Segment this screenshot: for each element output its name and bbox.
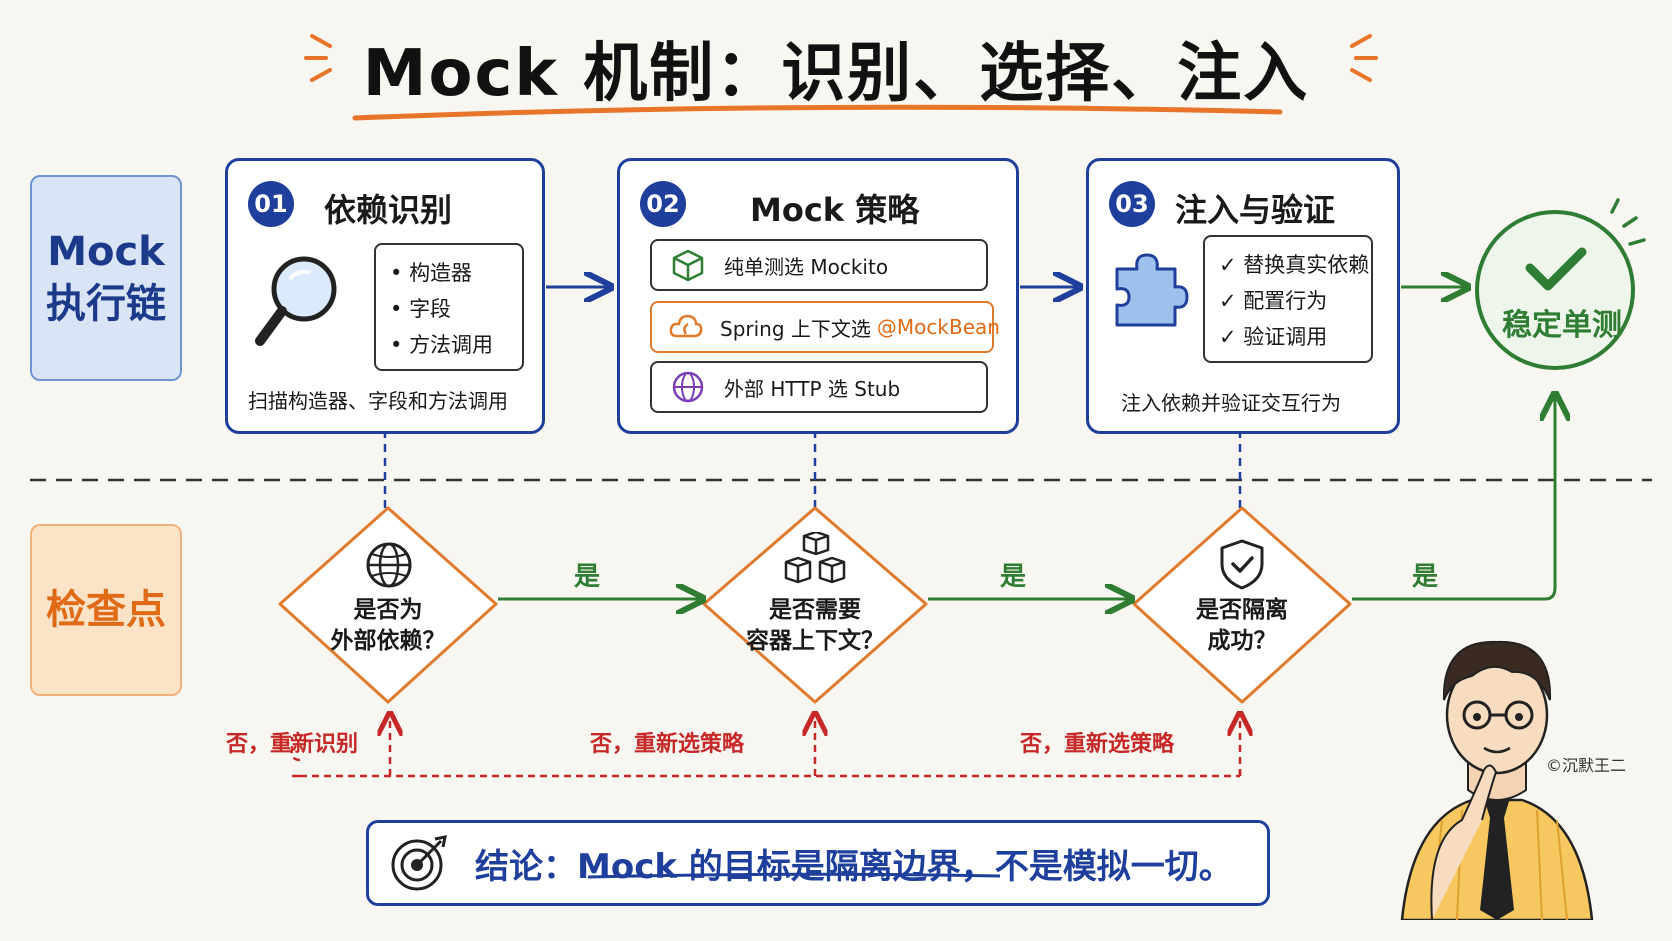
check-question-2: 是否需要容器上下文？: [746, 597, 884, 654]
boxes-icon: [784, 532, 846, 584]
yes-label-2: 是: [1000, 562, 1027, 592]
no-label-3: 否，重新选策略: [1020, 732, 1175, 757]
stage-number: 01: [248, 181, 294, 227]
puzzle-icon: [1115, 253, 1189, 327]
bullet-item: ✓ 验证调用: [1219, 325, 1328, 349]
conclusion-text: 结论：Mock 的目标是隔离边界，不是模拟一切。: [475, 846, 1233, 887]
stage-title: 注入与验证: [1175, 191, 1336, 229]
stage-mock-strategy: 02 Mock 策略 纯单测选 Mockito Spring 上下文选@Mock…: [617, 158, 1019, 434]
character-illustration: [1400, 640, 1594, 920]
bullet-box: ✓ 替换真实依赖 ✓ 配置行为 ✓ 验证调用: [1203, 235, 1373, 363]
stage-number: 03: [1109, 181, 1155, 227]
stage-number: 02: [640, 181, 686, 227]
stage-inject-verify: 03 注入与验证 ✓ 替换真实依赖 ✓ 配置行为 ✓ 验证调用 注入依赖并验证交…: [1086, 158, 1400, 434]
stage-title: Mock 策略: [750, 191, 920, 229]
strategy-option-spring: Spring 上下文选@MockBean: [650, 301, 1000, 353]
checkpoint-label: 检查点: [30, 524, 182, 696]
bullet-item: ✓ 替换真实依赖: [1219, 253, 1370, 277]
yes-label-1: 是: [574, 562, 601, 592]
no-label-1: 否，重新识别: [226, 732, 359, 757]
stage-caption: 注入依赖并验证交互行为: [1121, 391, 1341, 415]
magnifier-icon: [255, 256, 337, 346]
bullet-item: ✓ 配置行为: [1219, 289, 1328, 313]
check-icon: [1525, 247, 1587, 291]
bullet-box: • 构造器 • 字段 • 方法调用: [374, 243, 524, 371]
check-diamond-3: [1132, 506, 1352, 704]
shield-check-icon: [1220, 539, 1264, 590]
globe-icon: [366, 542, 412, 588]
page-title: Mock 机制：识别、选择、注入: [362, 37, 1310, 111]
conclusion-box: 结论：Mock 的目标是隔离边界，不是模拟一切。: [366, 820, 1270, 906]
strategy-option-http: 外部 HTTP 选 Stub: [650, 361, 988, 413]
check-diamond-1: [278, 506, 498, 704]
no-label-2: 否，重新选策略: [590, 732, 745, 757]
check-question-3: 是否隔离成功？: [1196, 597, 1288, 654]
bullet-item: • 构造器: [390, 261, 473, 285]
yes-label-3: 是: [1412, 562, 1439, 592]
watermark: ©沉默王二: [1546, 756, 1627, 775]
target-icon: [391, 835, 447, 891]
stage-caption: 扫描构造器、字段和方法调用: [248, 389, 508, 413]
strategy-option-mockito: 纯单测选 Mockito: [650, 239, 988, 291]
spring-cloud-icon: [668, 310, 704, 344]
check-question-1: 是否为外部依赖？: [330, 597, 446, 654]
stage-title: 依赖识别: [324, 191, 453, 229]
stage-dependency-identification: 01 依赖识别 • 构造器 • 字段 • 方法调用 扫描构造器、字段和方法调用: [225, 158, 545, 434]
goal-label: 稳定单测: [1502, 308, 1622, 343]
cube-icon: [668, 248, 708, 282]
bullet-item: • 字段: [390, 297, 452, 321]
bullet-item: • 方法调用: [390, 333, 494, 357]
chain-label: Mock 执行链: [30, 175, 182, 381]
globe-icon: [668, 370, 708, 404]
check-diamond-2: [702, 506, 928, 704]
goal-circle: [1475, 210, 1635, 370]
